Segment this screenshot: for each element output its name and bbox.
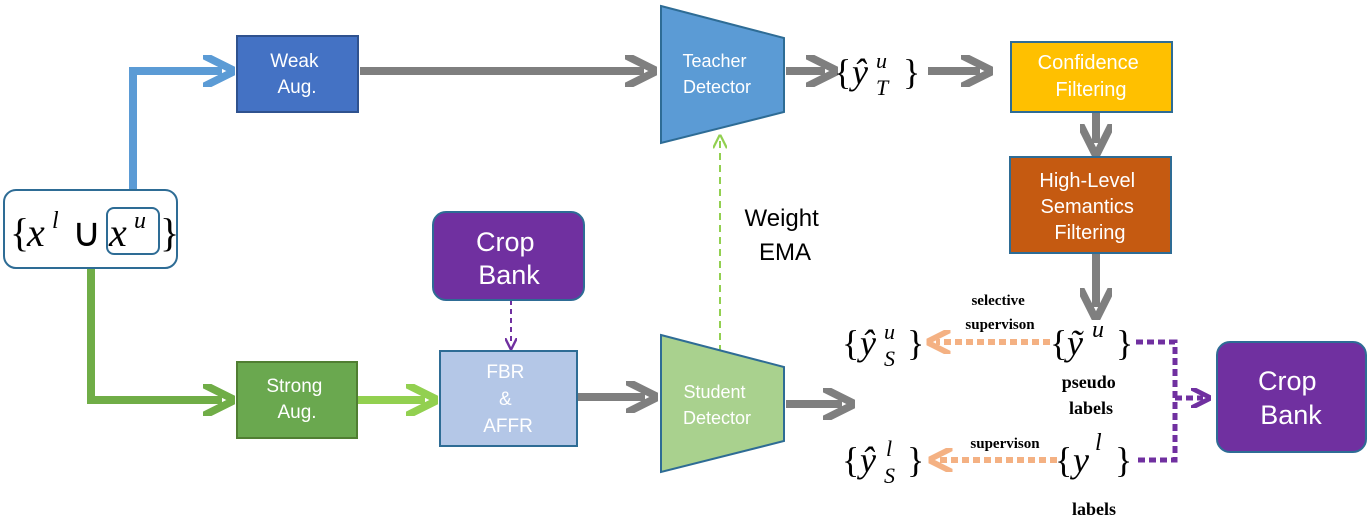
high-level-label-1: High-Level xyxy=(1039,170,1135,192)
teacher-out-sub: T xyxy=(876,75,890,100)
input-x-u: x xyxy=(108,210,127,255)
labels-sup: l xyxy=(1095,430,1102,456)
labels-rbrace: } xyxy=(1115,440,1132,480)
pseudo-rbrace: } xyxy=(1116,323,1133,363)
fbr-label-3: AFFR xyxy=(483,416,533,437)
input-rbrace: } xyxy=(160,210,179,255)
confidence-label-2: Filtering xyxy=(1055,79,1126,101)
teacher-out-lbrace: { xyxy=(834,52,851,92)
svg-text:pseudo labels: pseudo labels xyxy=(1062,372,1121,418)
high-level-label-2: Semantics xyxy=(1041,196,1134,218)
confidence-filtering-box xyxy=(1010,41,1173,113)
input-cup: ∪ xyxy=(72,210,101,255)
teacher-out-sup: u xyxy=(876,48,887,73)
student-l-rbrace: } xyxy=(907,440,924,480)
fbr-label-1: FBR xyxy=(486,362,524,383)
labels-lbrace: { xyxy=(1055,440,1072,480)
input-l-sup: l xyxy=(52,208,59,234)
student-l-lbrace: { xyxy=(842,440,859,480)
strong-aug-label-2: Aug. xyxy=(277,402,316,423)
crop-bank-right-label-1: Crop xyxy=(1258,366,1317,396)
svg-text:High-Level Semantics F: High-Level Semantics Filtering xyxy=(1039,170,1140,244)
input-u-sup: u xyxy=(134,208,146,234)
input-inner-box xyxy=(106,207,160,255)
high-level-label-3: Filtering xyxy=(1054,222,1125,244)
svg-text:selective supervison: selective supervison xyxy=(965,293,1035,333)
svg-text:FBR & AFFR: FBR & AFFR xyxy=(483,362,533,437)
fbr-box xyxy=(439,350,578,447)
teacher-out-rbrace: } xyxy=(903,52,920,92)
student-l-sub: S xyxy=(884,463,895,488)
labels-y: y xyxy=(1070,440,1089,480)
student-u-lbrace: { xyxy=(842,323,859,363)
pseudo-lbrace: { xyxy=(1050,323,1067,363)
pseudo-y: ỹ xyxy=(1064,323,1084,363)
labels-label: labels xyxy=(1072,499,1116,519)
weak-aug-label-2: Aug. xyxy=(277,77,316,98)
svg-text:Teacher Detector: Teacher Detector xyxy=(682,51,751,97)
student-label-2: Detector xyxy=(683,408,751,428)
svg-text:Crop Bank: Crop Bank xyxy=(1258,366,1324,430)
supervision-label: supervison xyxy=(970,436,1040,452)
svg-text:{ y l }: { y l } xyxy=(1055,418,1132,480)
svg-text:Student Detector: Student Detector xyxy=(683,382,751,428)
arrow-input-to-weak-aug xyxy=(129,71,222,195)
crop-bank-top-box xyxy=(432,211,585,301)
weak-aug-label-1: Weak xyxy=(270,51,319,72)
teacher-detector-shape xyxy=(660,4,785,145)
strong-aug-box xyxy=(236,361,358,439)
svg-text:{ ỹ u }: { ỹ u } xyxy=(1050,305,1133,363)
teacher-out-y: ŷ xyxy=(849,52,868,92)
student-u-sup: u xyxy=(884,319,895,344)
selective-supervision-label-1: selective xyxy=(971,293,1025,309)
pseudo-labels-label-1: pseudo xyxy=(1062,372,1116,392)
student-label-1: Student xyxy=(683,382,745,402)
svg-text:{ x l ∪ x: { x l ∪ x u } xyxy=(10,192,179,255)
svg-text:Strong Aug.: Strong Aug. xyxy=(266,376,327,423)
selective-supervision-label-2: supervison xyxy=(965,317,1035,333)
student-u-y: ŷ xyxy=(857,323,876,363)
strong-aug-label-1: Strong xyxy=(266,376,322,397)
student-l-y: ŷ xyxy=(857,440,876,480)
weight-ema-label-2: EMA xyxy=(759,239,811,266)
arrow-pseudo-to-crop-bank xyxy=(1136,339,1178,463)
svg-text:Weak Aug.: Weak Aug. xyxy=(270,51,324,98)
arrow-input-to-strong-aug xyxy=(87,268,222,400)
pseudo-labels-label-2: labels xyxy=(1069,398,1113,418)
svg-text:Crop Bank: Crop Bank xyxy=(476,227,542,290)
high-level-filtering-box xyxy=(1009,156,1172,254)
fbr-label-2: & xyxy=(499,389,512,410)
crop-bank-right-box xyxy=(1216,341,1367,453)
svg-text:{ ŷ u T }: { ŷ u T } xyxy=(834,36,920,103)
teacher-label-2: Detector xyxy=(683,77,751,97)
svg-text:Weight EMA: Weight EMA xyxy=(745,205,826,266)
input-lbrace: { xyxy=(10,210,29,255)
pseudo-sup: u xyxy=(1092,317,1104,343)
svg-text:{ ŷ l S }: { ŷ l S } xyxy=(842,424,924,491)
crop-bank-top-label-2: Bank xyxy=(478,260,540,290)
svg-text:{ ŷ u S }: { ŷ u S } xyxy=(842,307,924,374)
student-l-sup: l xyxy=(886,436,892,461)
weight-ema-label-1: Weight xyxy=(745,205,820,232)
teacher-label-1: Teacher xyxy=(682,51,746,71)
confidence-label-1: Confidence xyxy=(1038,52,1139,74)
input-x-l: x xyxy=(26,210,45,255)
crop-bank-right-label-2: Bank xyxy=(1260,400,1322,430)
student-detector-shape xyxy=(660,333,785,474)
weak-aug-box xyxy=(236,35,359,113)
svg-text:Confidence Filtering: Confidence Filtering xyxy=(1038,52,1145,101)
student-u-sub: S xyxy=(884,346,895,371)
student-u-rbrace: } xyxy=(907,323,924,363)
crop-bank-top-label-1: Crop xyxy=(476,227,535,257)
